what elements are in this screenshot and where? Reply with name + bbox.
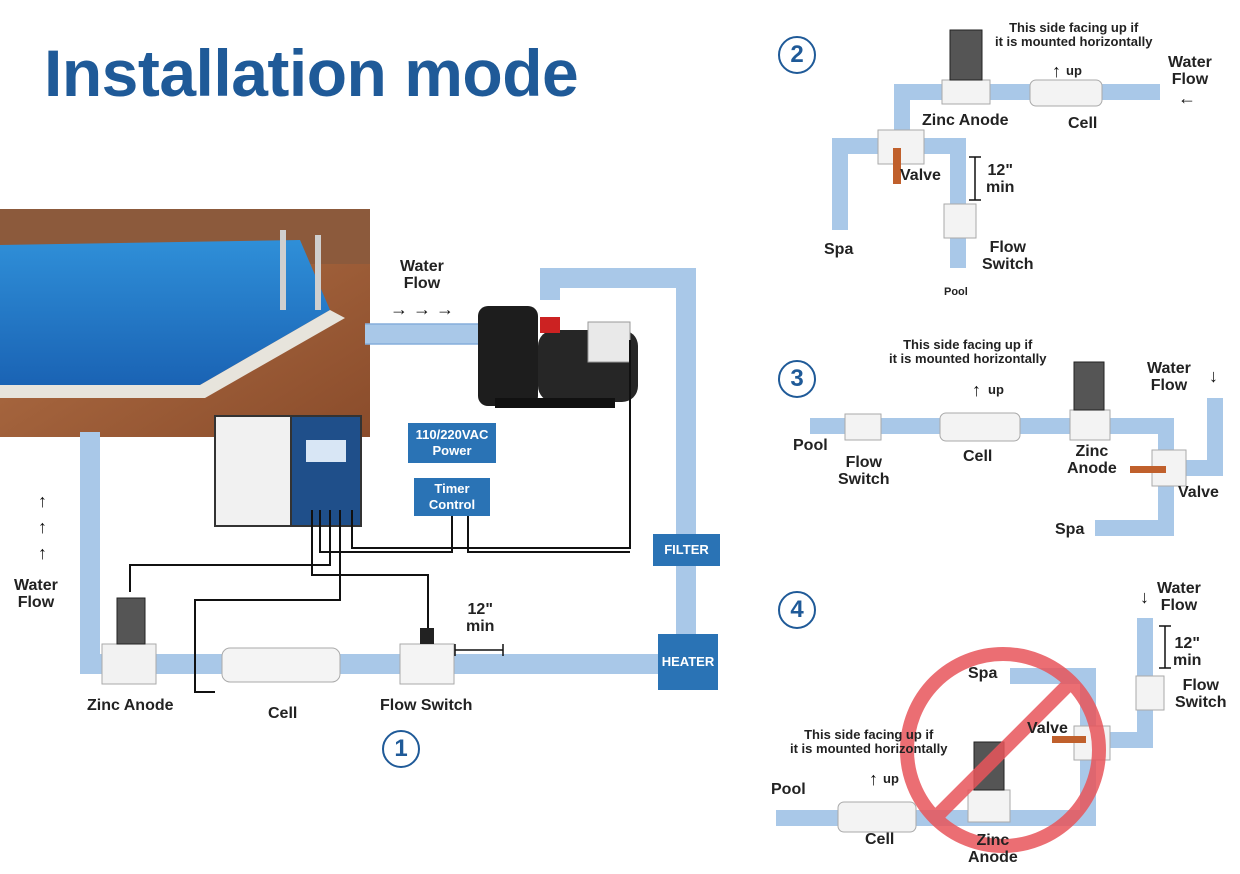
d4-pool-label: Pool (771, 781, 806, 798)
d4-flow-arrow: ↓ (1140, 587, 1149, 607)
d3-zinc-anode-label: Zinc Anode (1067, 443, 1117, 477)
flow-arrow-up-1: ↑ (38, 491, 47, 511)
d4-flow-switch-label: Flow Switch (1175, 677, 1227, 711)
flow-arrow-up-2: ↑ (38, 517, 47, 537)
d3-water-flow-label: Water Flow (1147, 360, 1191, 394)
d2-up-arrow: ↑ (1052, 61, 1061, 81)
flow-arrows-right: → → → (390, 299, 455, 319)
d4-cell-label: Cell (865, 831, 895, 848)
control-box (214, 415, 362, 527)
d2-flow-switch-label: Flow Switch (982, 239, 1034, 273)
d3-up-arrow: ↑ (972, 380, 981, 400)
main-components (101, 597, 504, 685)
d2-zinc-anode-label: Zinc Anode (922, 112, 1009, 129)
d3-cell-label: Cell (963, 448, 993, 465)
flow-arrow-up-3: ↑ (38, 543, 47, 563)
main-zinc-anode-label: Zinc Anode (87, 697, 174, 714)
main-cell-label: Cell (268, 705, 298, 722)
d3-orientation-note: This side facing up if it is mounted hor… (889, 337, 1047, 366)
d2-cell-label: Cell (1068, 115, 1098, 132)
water-flow-top-label: Water Flow (400, 258, 444, 292)
d4-orientation-note: This side facing up if it is mounted hor… (790, 727, 948, 756)
pump (478, 306, 638, 408)
main-pipes (80, 268, 696, 674)
d2-pool-label: Pool (944, 286, 968, 298)
d3-flow-switch-label: Flow Switch (838, 454, 890, 488)
step-badge-4: 4 (778, 591, 816, 629)
d4-spa-label: Spa (968, 665, 998, 682)
main-min-distance-label: 12" min (466, 601, 495, 635)
d4-min-distance-label: 12" min (1173, 635, 1202, 669)
step-badge-1: 1 (382, 730, 420, 768)
d3-valve-label: Valve (1178, 484, 1219, 501)
d4-valve-label: Valve (1027, 720, 1068, 737)
step-badge-2: 2 (778, 36, 816, 74)
d3-flow-arrow: ↓ (1209, 366, 1218, 386)
d3-spa-label: Spa (1055, 521, 1085, 538)
step-badge-3: 3 (778, 360, 816, 398)
heater-box: HEATER (658, 634, 718, 690)
d4-up-arrow: ↑ (869, 769, 878, 789)
filter-box: FILTER (653, 534, 720, 566)
main-flow-switch-label: Flow Switch (380, 697, 473, 714)
power-box: 110/220VAC Power (408, 423, 496, 463)
page-title: Installation mode (44, 36, 579, 110)
d3-pool-label: Pool (793, 437, 828, 454)
d2-up-label: up (1066, 63, 1082, 78)
prohibited-icon (900, 647, 1106, 853)
d3-up-label: up (988, 382, 1004, 397)
d4-water-flow-label: Water Flow (1157, 580, 1201, 614)
d2-valve-label: Valve (900, 167, 941, 184)
water-flow-left-label: Water Flow (14, 577, 58, 611)
d2-flow-arrow: ← (1178, 88, 1196, 108)
d2-spa-label: Spa (824, 241, 854, 258)
d4-zinc-anode-label: Zinc Anode (968, 832, 1018, 866)
d2-min-distance-label: 12" min (986, 162, 1015, 196)
d4-up-label: up (883, 771, 899, 786)
timer-box: Timer Control (414, 478, 490, 516)
d2-orientation-note: This side facing up if it is mounted hor… (995, 20, 1153, 49)
d2-water-flow-label: Water Flow (1168, 54, 1212, 88)
pool-photo (0, 209, 370, 437)
